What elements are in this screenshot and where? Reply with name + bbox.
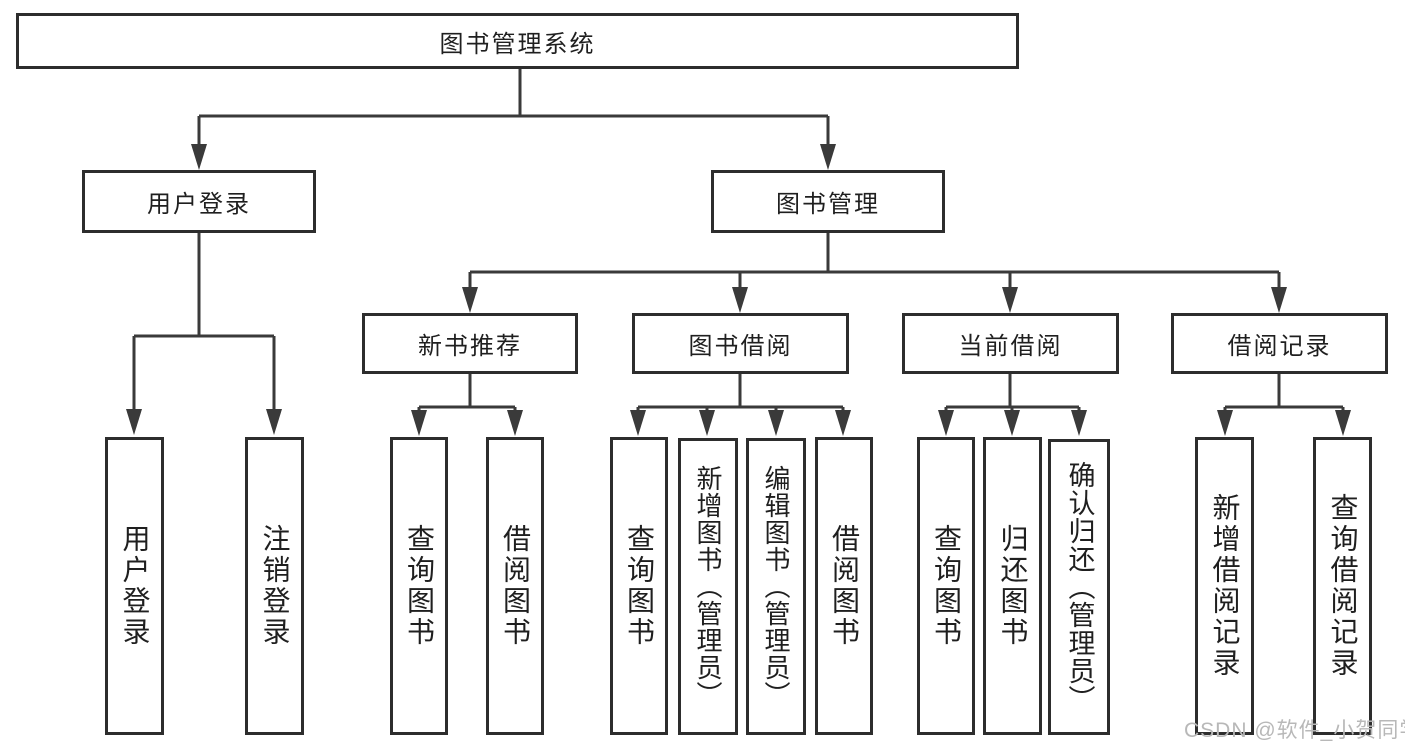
node-book-management: 图书管理: [711, 170, 945, 233]
leaf-records-query-record: 查询借阅记录: [1313, 437, 1372, 735]
node-book-borrow: 图书借阅: [632, 313, 849, 374]
leaf-records-add-record: 新增借阅记录: [1195, 437, 1254, 735]
leaf-newbook-borrow-books: 借阅图书: [486, 437, 544, 735]
node-borrow-records: 借阅记录: [1171, 313, 1388, 374]
leaf-current-query-books: 查询图书: [917, 437, 975, 735]
node-user-login: 用户登录: [82, 170, 316, 233]
leaf-borrow-edit-books-admin: 编辑图书（管理员）: [746, 438, 806, 735]
node-library-system: 图书管理系统: [16, 13, 1019, 69]
leaf-borrow-borrow-books: 借阅图书: [815, 437, 873, 735]
leaf-current-return-books: 归还图书: [983, 437, 1042, 735]
leaf-newbook-query-books: 查询图书: [390, 437, 448, 735]
csdn-watermark: CSDN @软件_小贺同学: [1184, 719, 1405, 742]
leaf-borrow-query-books: 查询图书: [610, 437, 668, 735]
leaf-current-confirm-return-admin: 确认归还（管理员）: [1048, 439, 1110, 735]
node-current-borrow: 当前借阅: [902, 313, 1119, 374]
leaf-logout: 注销登录: [245, 437, 304, 735]
leaf-user-login: 用户登录: [105, 437, 164, 735]
leaf-borrow-add-books-admin: 新增图书（管理员）: [678, 438, 738, 735]
node-new-book-recommend: 新书推荐: [362, 313, 578, 374]
